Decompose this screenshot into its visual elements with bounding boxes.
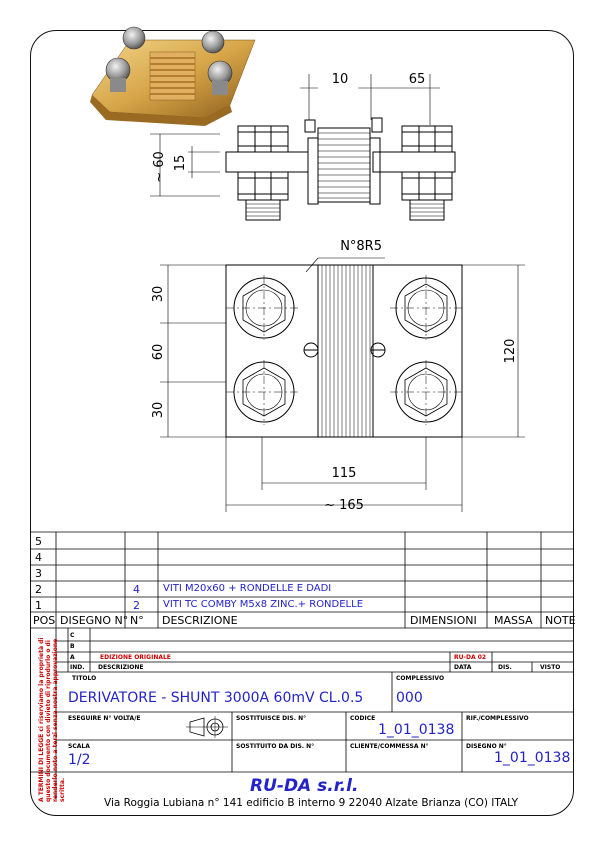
- bom-header-dimensioni: DIMENSIONI: [410, 614, 477, 627]
- revision-description: EDIZIONE ORIGINALE: [100, 654, 171, 661]
- disegno-label: DISEGNO N°: [466, 743, 507, 750]
- bom-row-description: VITI M20x60 + RONDELLE E DADI: [163, 583, 332, 594]
- sostituisce-label: SOSTITUISCE DIS. N°: [236, 715, 307, 722]
- title-grid: [31, 628, 573, 800]
- dim-120: 120: [503, 339, 518, 364]
- bom-row-pos: 4: [35, 551, 42, 564]
- bom-header-note: NOTE: [545, 614, 576, 627]
- cliente-label: CLIENTE/COMMESSA N°: [350, 743, 429, 750]
- company-name: RU-DA s.r.l.: [250, 776, 359, 796]
- shunt-photo: [90, 26, 256, 126]
- dim-165: ~ 165: [324, 498, 364, 513]
- codice-label: CODICE: [350, 715, 376, 722]
- revision-ind: B: [70, 643, 75, 650]
- bom-row-pos: 1: [35, 599, 42, 612]
- scala-label: SCALA: [68, 743, 90, 750]
- codice-value: 1_01_0138: [378, 722, 455, 738]
- drawing-frame: [30, 30, 574, 816]
- revision-header-ind: IND.: [70, 664, 85, 671]
- note-8r5: N°8R5: [340, 239, 382, 254]
- revision-ind: A: [70, 654, 75, 661]
- complessivo-label: COMPLESSIVO: [396, 675, 445, 682]
- scala-value: 1/2: [68, 752, 91, 768]
- dim-115: 115: [332, 466, 357, 481]
- bom-header-disegno: DISEGNO N°: [60, 614, 129, 627]
- plan-view: [160, 257, 525, 512]
- bom-header-pos: POS: [33, 614, 56, 627]
- revision-header-dis: DIS.: [498, 664, 512, 671]
- bom-row-quantity: 2: [133, 599, 140, 612]
- company-address: Via Roggia Lubiana n° 141 edificio B int…: [104, 797, 519, 809]
- titolo-label: TITOLO: [72, 675, 97, 682]
- dim-65: 65: [409, 72, 426, 87]
- bom-row-pos: 2: [35, 583, 42, 596]
- revision-header-data: DATA: [454, 664, 472, 671]
- rif-complessivo-label: RIF./COMPLESSIVO: [466, 715, 529, 722]
- bom-header-massa: MASSA: [494, 614, 533, 627]
- bom-header-n: N°: [130, 614, 144, 627]
- dim-60-side: ~ 60: [152, 151, 167, 183]
- side-view: [150, 74, 456, 221]
- bom-row-description: VITI TC COMBY M5x8 ZINC.+ RONDELLE: [163, 599, 364, 610]
- bom-header-descrizione: DESCRIZIONE: [162, 614, 238, 627]
- dim-30-bottom: 30: [151, 402, 166, 419]
- eseguire-label: ESEGUIRE N° VOLTA/E: [68, 715, 141, 722]
- dim-10: 10: [332, 72, 349, 87]
- sostituito-label: SOSTITUITO DA DIS. N°: [236, 743, 315, 750]
- bom-grid: [31, 531, 573, 629]
- bom-row-pos: 5: [35, 535, 42, 548]
- complessivo-value: 000: [396, 690, 423, 706]
- revision-header-descrizione: DESCRIZIONE: [98, 664, 144, 671]
- bom-row-quantity: 4: [133, 583, 140, 596]
- revision-header-visto: VISTO: [540, 664, 561, 671]
- bom-row-pos: 3: [35, 567, 42, 580]
- dim-30-top: 30: [151, 286, 166, 303]
- revision-sigla: RU-DA 02: [454, 654, 487, 661]
- disegno-value: 1_01_0138: [494, 750, 571, 766]
- legal-notice: A TERMINI DI LEGGE ci riserviamo la prop…: [38, 637, 66, 802]
- dim-15: 15: [173, 155, 188, 172]
- drawing-title: DERIVATORE - SHUNT 3000A 60mV CL.0.5: [68, 690, 364, 706]
- projection-symbol-icon: [186, 716, 228, 738]
- revision-ind: C: [70, 632, 75, 639]
- dim-60-plan: 60: [151, 344, 166, 361]
